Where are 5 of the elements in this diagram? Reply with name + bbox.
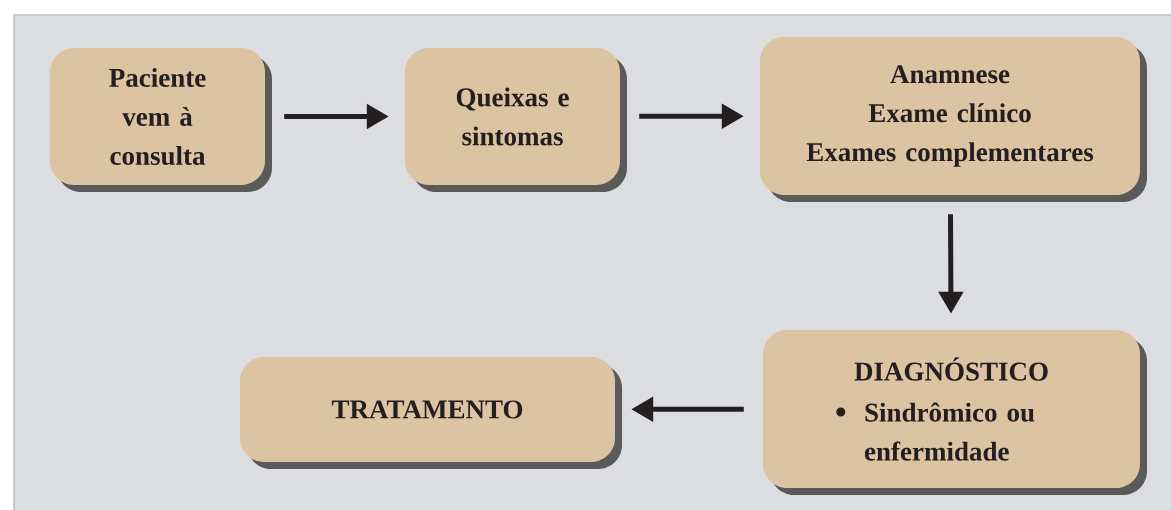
process-box: Queixas e sintomas — [405, 48, 627, 192]
process-box: TRATAMENTO — [240, 357, 622, 469]
process-box: Paciente vem à consulta — [50, 48, 272, 192]
process-box: DIAGNÓSTICO Sindrômico ou enfermidade — [763, 330, 1147, 495]
process-box: Anamnese Exame clínico Exames complementares — [760, 37, 1147, 202]
